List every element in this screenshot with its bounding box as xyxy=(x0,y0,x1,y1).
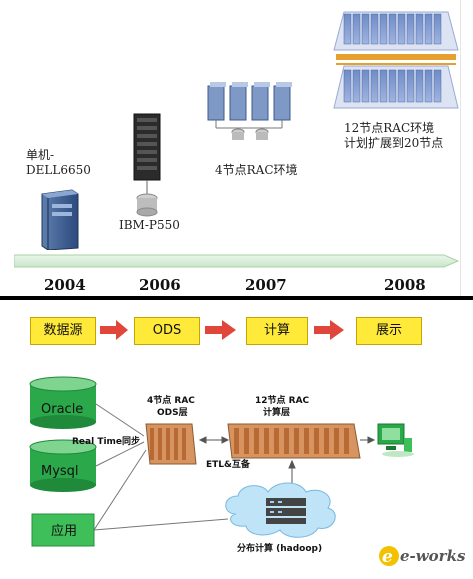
rack-server-icon xyxy=(133,113,161,217)
stage-2008-label: 12节点RAC环境 计划扩展到20节点 xyxy=(344,121,444,150)
application-label: 应用 xyxy=(51,523,77,539)
panel-divider xyxy=(0,296,473,300)
oracle-db-icon xyxy=(29,376,97,429)
flow-step-data-source: 数据源 xyxy=(30,317,96,345)
hadoop-label: 分布计算 (hadoop) xyxy=(237,542,322,554)
year-2008: 2008 xyxy=(384,276,426,294)
mysql-label: Mysql xyxy=(41,464,79,479)
ods-subtitle: ODS层 xyxy=(157,408,188,418)
realtime-sync-label: Real Time同步 xyxy=(72,437,141,447)
mysql-db-icon xyxy=(29,439,97,492)
year-2006: 2006 xyxy=(139,276,181,294)
svg-text:e: e xyxy=(382,547,393,567)
year-2004: 2004 xyxy=(44,276,86,294)
compute-rack-cluster-icon xyxy=(227,423,361,459)
ods-rack-cluster-icon xyxy=(145,423,197,465)
etl-double-arrow xyxy=(198,436,230,444)
twelve-node-cluster-icon xyxy=(333,11,459,109)
flow-step-display: 展示 xyxy=(356,317,422,345)
stage-2007-label: 4节点RAC环境 xyxy=(215,163,298,177)
compute-subtitle: 计算层 xyxy=(263,408,291,418)
four-node-cluster-icon xyxy=(207,82,292,140)
ods-title: 4节点 RAC xyxy=(147,396,195,406)
architecture-diagram: Oracle Mysql 应用 xyxy=(29,320,414,567)
compute-title: 12节点 RAC xyxy=(255,396,310,406)
compute-to-display-arrow xyxy=(360,436,376,444)
timeline-arrow xyxy=(14,254,459,268)
display-terminal-icon xyxy=(377,423,414,457)
watermark-text: e-works xyxy=(400,547,466,565)
e-works-logo: e xyxy=(379,546,399,567)
stage-2006-label: IBM-P550 xyxy=(119,218,180,232)
etl-label: ETL&互备 xyxy=(206,460,250,470)
oracle-label: Oracle xyxy=(41,402,83,417)
flow-step-ods: ODS xyxy=(134,317,200,345)
stage-2004-label: 单机- DELL6650 xyxy=(26,148,91,177)
application-box xyxy=(31,513,95,547)
evolution-panel: 单机- DELL6650 IBM-P550 xyxy=(14,0,461,296)
flow-arrows xyxy=(100,320,344,340)
flow-step-compute: 计算 xyxy=(246,317,308,345)
tower-server-icon xyxy=(41,189,79,250)
year-2007: 2007 xyxy=(245,276,287,294)
hadoop-cloud-icon xyxy=(225,482,336,538)
